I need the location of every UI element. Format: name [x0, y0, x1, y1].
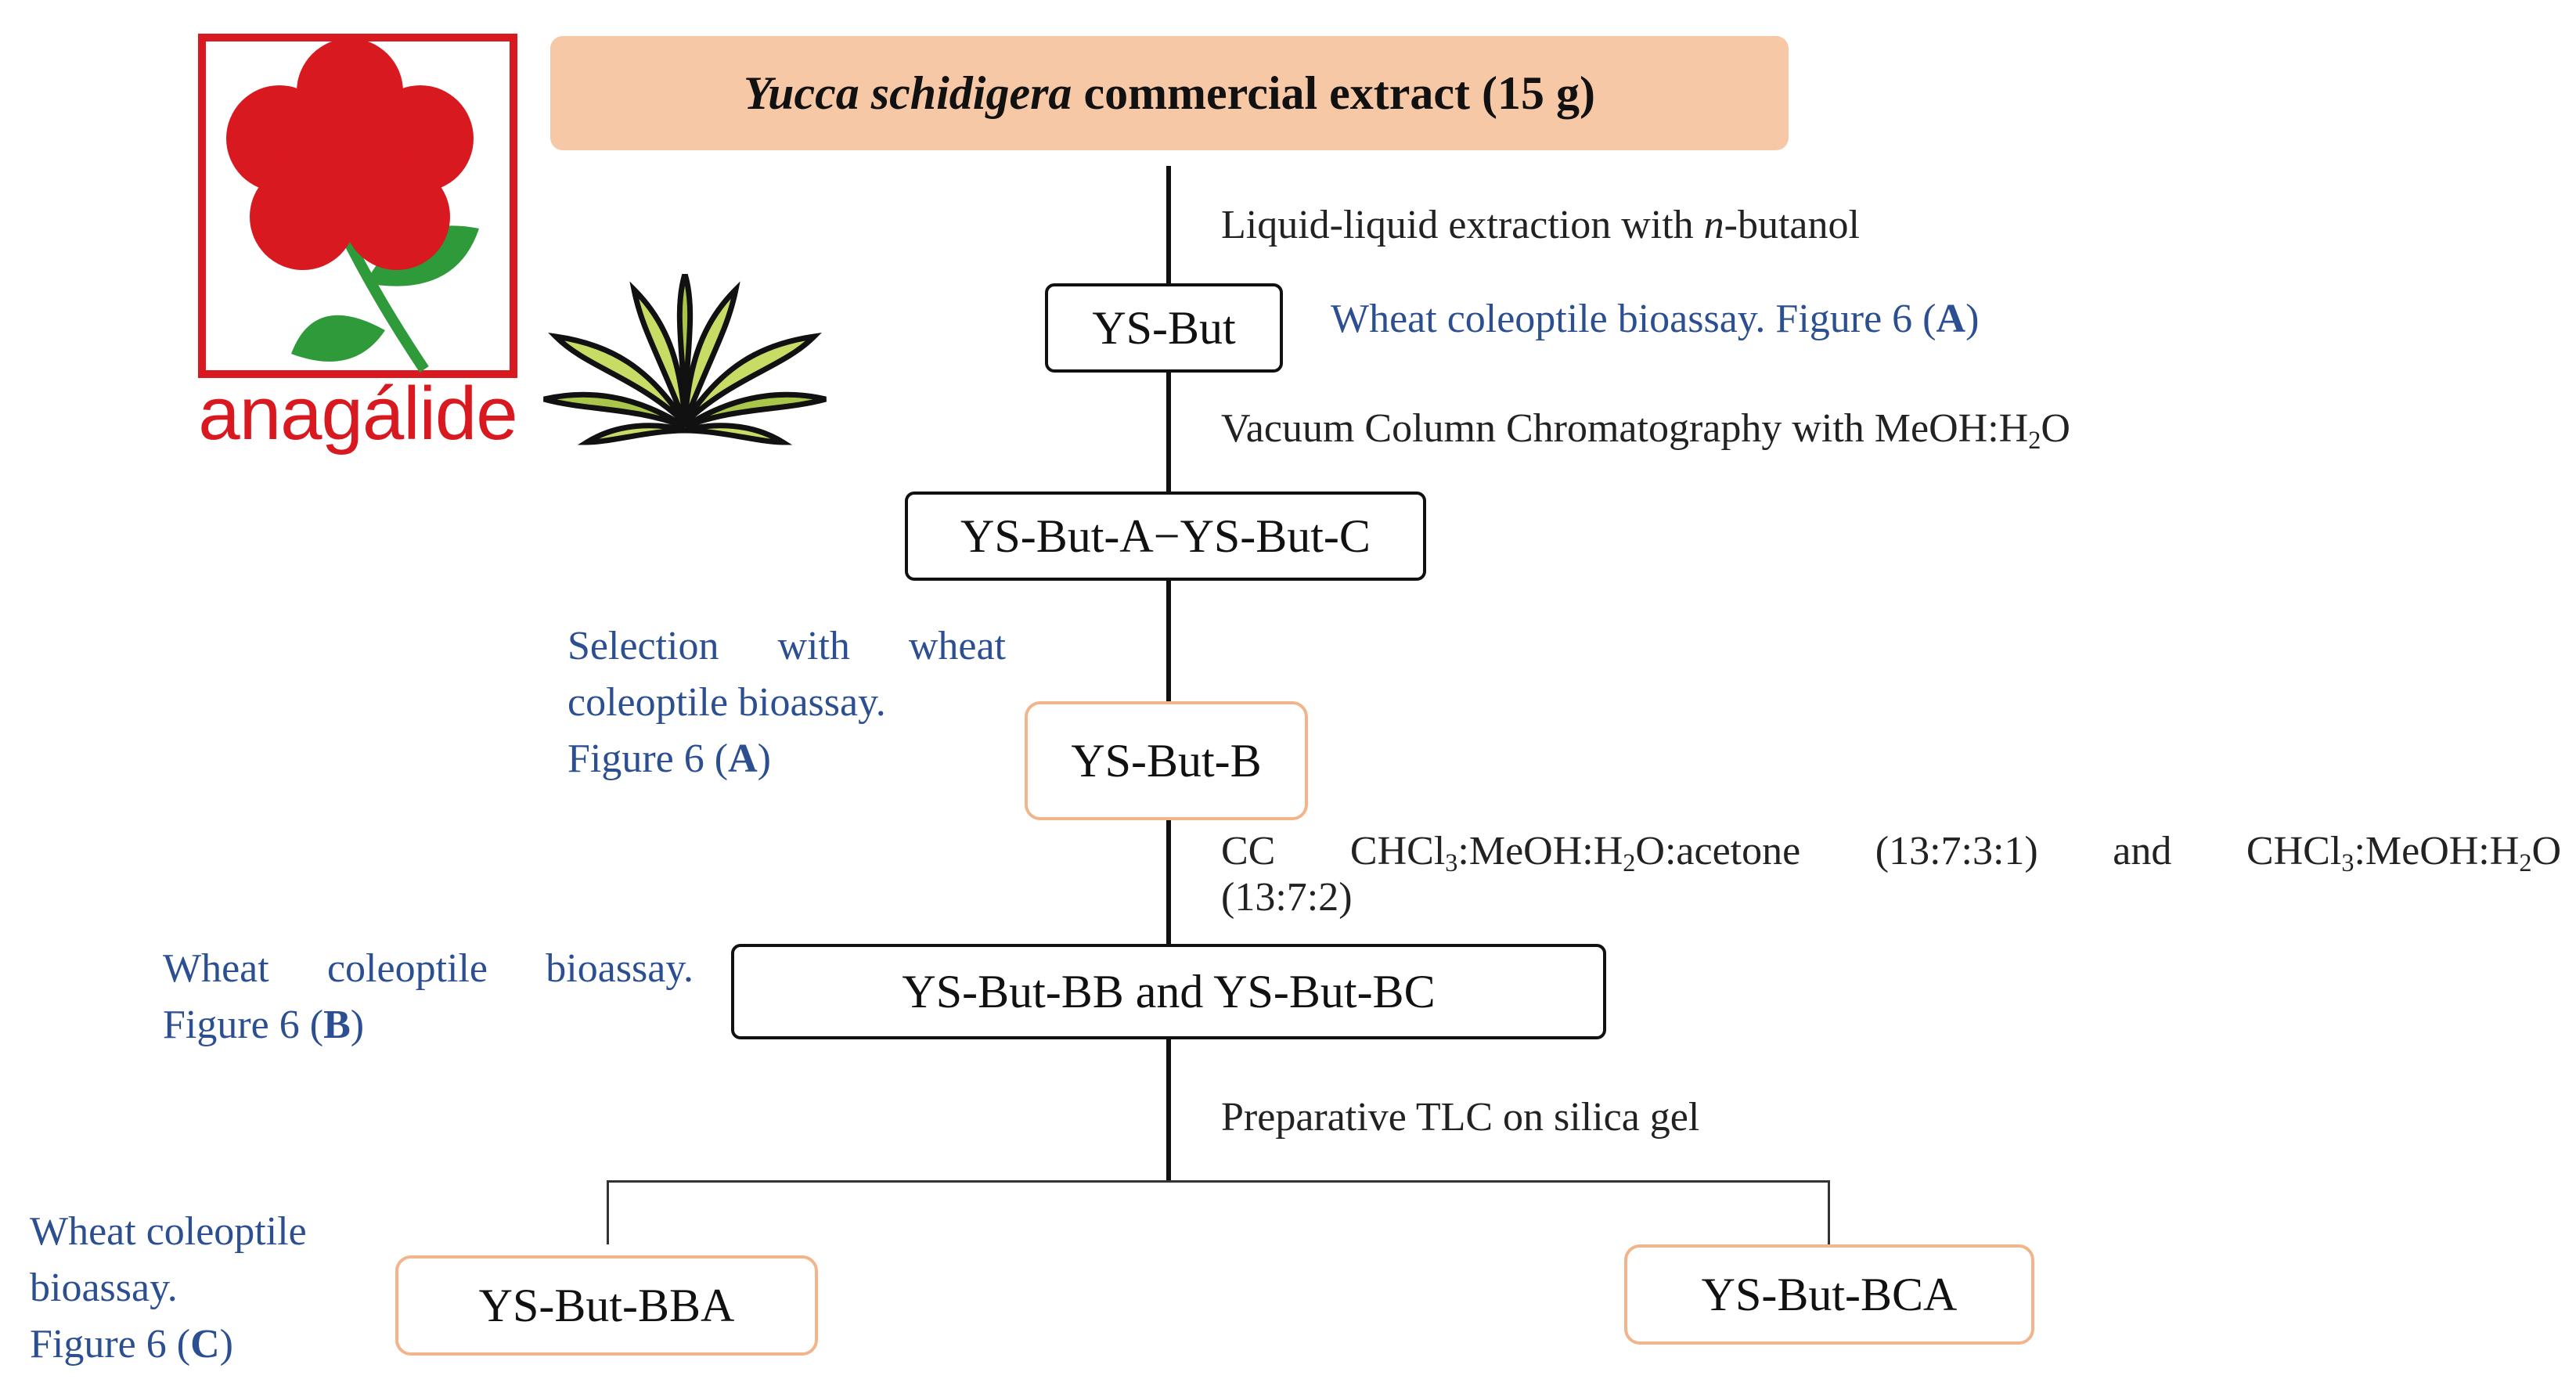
anagalide-logo: anagálide — [197, 33, 518, 456]
note-c-line1: Wheat coleoptile — [30, 1209, 307, 1254]
split-right-drop — [1828, 1180, 1830, 1244]
node-ys-but-bb-bc: YS-But-BB and YS-But-BC — [731, 944, 1606, 1039]
note-selection-line2: coleoptile bioassay. — [567, 680, 886, 725]
connector-b-to-bbbc — [1166, 819, 1171, 944]
extract-label: commercial extract (15 g) — [1072, 67, 1595, 119]
note-selection-line1: Selection with wheat — [567, 624, 1006, 668]
note-bioassay-a: Wheat coleoptile bioassay. Figure 6 (A) — [1331, 297, 1980, 341]
node-ys-but-bca: YS-But-BCA — [1624, 1244, 2034, 1345]
note-bioassay-b: Wheat coleoptile bioassay. Figure 6 (B) — [163, 941, 694, 1053]
note-b-line2: Figure 6 (B) — [163, 1003, 365, 1047]
yucca-plant-icon — [540, 264, 830, 446]
node-ys-but: YS-But — [1045, 283, 1283, 373]
step-vacuum-column: Vacuum Column Chromatography with MeOH:H… — [1221, 406, 2070, 455]
extract-header-box: Yucca schidigera commercial extract (15 … — [550, 36, 1789, 150]
step-liquid-extraction: Liquid-liquid extraction with n-butanol — [1221, 203, 1860, 247]
note-selection-line3: Figure 6 (A) — [567, 736, 771, 781]
step-column-chromatography: CC CHCl3:MeOH:H2O:acetone (13:7:3:1) and… — [1221, 828, 2561, 920]
note-c-line3: Figure 6 (C) — [30, 1322, 233, 1367]
connector-ysbut-to-abc — [1166, 373, 1171, 492]
note-c-line2: bioassay. — [30, 1266, 178, 1310]
node-ys-but-bba: YS-But-BBA — [395, 1255, 818, 1356]
split-horizontal — [607, 1180, 1830, 1183]
connector-abc-to-b — [1166, 581, 1171, 704]
note-selection-bioassay: Selection with wheat coleoptile bioassay… — [567, 618, 1006, 787]
node-ys-but-a-c: YS-But-A−YS-But-C — [905, 492, 1426, 581]
species-name: Yucca schidigera — [743, 67, 1072, 119]
step-cc-line2: (13:7:2) — [1221, 875, 1353, 920]
node-ys-but-b: YS-But-B — [1025, 701, 1308, 820]
split-left-drop — [607, 1180, 609, 1244]
anagalide-flower-icon — [198, 34, 517, 378]
step-preparative-tlc: Preparative TLC on silica gel — [1221, 1095, 1700, 1140]
logo-text: anagálide — [198, 372, 517, 456]
step-cc-line1: CC CHCl3:MeOH:H2O:acetone (13:7:3:1) and… — [1221, 829, 2561, 877]
connector-bbbc-to-split — [1166, 1039, 1171, 1182]
note-bioassay-c: Wheat coleoptile bioassay. Figure 6 (C) — [30, 1204, 366, 1373]
connector-top-to-ysbut — [1166, 166, 1171, 283]
note-b-line1: Wheat coleoptile bioassay. — [163, 946, 694, 991]
